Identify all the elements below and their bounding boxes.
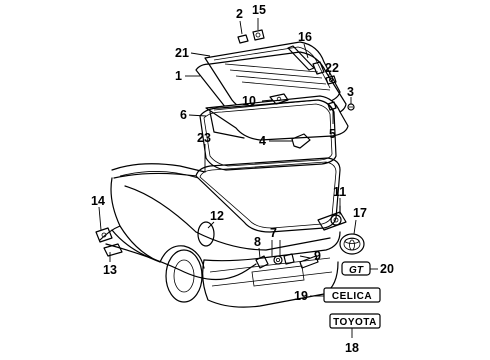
gt-badge-text: GT xyxy=(349,265,364,276)
callout-18: 18 xyxy=(345,341,359,355)
opener-cable xyxy=(103,243,257,281)
callout-21: 21 xyxy=(175,46,189,60)
callout-11: 11 xyxy=(333,185,346,199)
callout-16: 16 xyxy=(298,30,312,44)
car-body xyxy=(99,163,341,308)
celica-nameplate-text: CELICA xyxy=(332,291,372,302)
callout-9: 9 xyxy=(314,249,321,263)
callout-19: 19 xyxy=(294,289,308,303)
callout-7: 7 xyxy=(270,226,277,240)
callout-15: 15 xyxy=(252,3,266,17)
callout-2: 2 xyxy=(236,7,243,21)
hinge-bracket xyxy=(269,93,289,105)
leader-lines xyxy=(98,18,378,338)
weatherstrip-seal xyxy=(199,99,337,171)
callout-5: 5 xyxy=(329,127,336,141)
bumper-stop xyxy=(325,75,337,85)
lock-cylinder-set xyxy=(255,253,295,269)
callout-6: 6 xyxy=(180,108,187,122)
celica-nameplate: CELICA xyxy=(323,287,381,303)
callout-14: 14 xyxy=(91,194,105,208)
toyota-logo-emblem xyxy=(339,233,365,255)
clip-2 xyxy=(237,34,249,44)
clip-5 xyxy=(327,101,337,111)
toyota-nameplate: TOYOTA xyxy=(329,313,381,329)
lock-striker xyxy=(299,255,319,269)
screw xyxy=(347,103,355,111)
callout-1: 1 xyxy=(175,69,182,83)
callout-12: 12 xyxy=(210,209,224,223)
callout-23: 23 xyxy=(197,131,211,145)
toyota-nameplate-text: TOYOTA xyxy=(333,317,377,328)
callout-8: 8 xyxy=(254,235,261,249)
callout-20: 20 xyxy=(380,262,394,276)
trunk-lid-panel xyxy=(205,95,349,141)
opener-lever xyxy=(95,227,113,243)
lock-actuator xyxy=(317,205,347,231)
callout-4: 4 xyxy=(259,134,266,148)
callout-17: 17 xyxy=(353,206,367,220)
callout-22: 22 xyxy=(325,61,339,75)
callout-3: 3 xyxy=(347,85,354,99)
lid-hinge xyxy=(291,133,311,149)
gt-badge: GT xyxy=(341,261,371,276)
clip-15 xyxy=(252,29,265,41)
callout-10: 10 xyxy=(242,94,256,108)
callout-13: 13 xyxy=(103,263,117,277)
callout-labels: 2 15 21 1 16 22 3 10 6 5 4 23 11 17 12 1… xyxy=(91,3,394,355)
lid-stay xyxy=(287,45,325,75)
